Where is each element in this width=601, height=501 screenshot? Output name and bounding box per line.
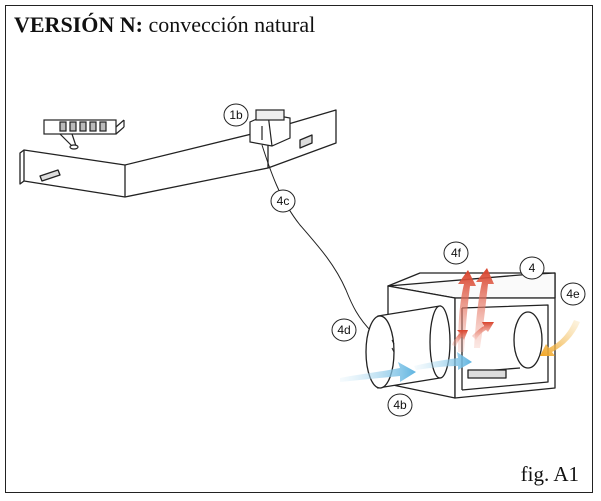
callout-4-text: 4 xyxy=(529,261,536,275)
callout-4e-text: 4e xyxy=(566,287,580,301)
component-1b xyxy=(249,109,291,147)
airflow-warm-arrows xyxy=(452,268,494,352)
figure-frame xyxy=(5,5,593,493)
callout-4: 4 xyxy=(519,256,545,280)
callout-1b: 1b xyxy=(223,103,249,127)
callout-4d: 4d xyxy=(331,318,357,342)
callout-4f-text: 4f xyxy=(451,246,462,260)
callout-4b: 4b xyxy=(387,393,413,417)
airflow-side-arrow xyxy=(540,320,580,356)
callout-4c-text: 4c xyxy=(277,194,290,208)
callout-4f: 4f xyxy=(443,241,469,265)
callout-4d-text: 4d xyxy=(337,323,350,337)
mounting-bracket-left xyxy=(43,119,125,150)
cable-4c xyxy=(261,144,373,333)
callout-4e: 4e xyxy=(560,282,586,306)
hood-beam xyxy=(19,109,337,198)
figure-title: VERSIÓN N: convección natural xyxy=(14,12,315,38)
airflow-cool-arrow xyxy=(340,352,472,382)
callout-4c: 4c xyxy=(270,189,296,213)
title-version: VERSIÓN N: xyxy=(14,12,143,37)
callout-labels: 1b 4c 4f 4 4e 4d 4b xyxy=(223,103,586,417)
title-description: convección natural xyxy=(142,12,316,37)
figure-caption: fig. A1 xyxy=(520,462,579,486)
duct-4d xyxy=(365,305,451,389)
callout-1b-text: 1b xyxy=(229,108,243,122)
callout-4b-text: 4b xyxy=(393,398,407,412)
